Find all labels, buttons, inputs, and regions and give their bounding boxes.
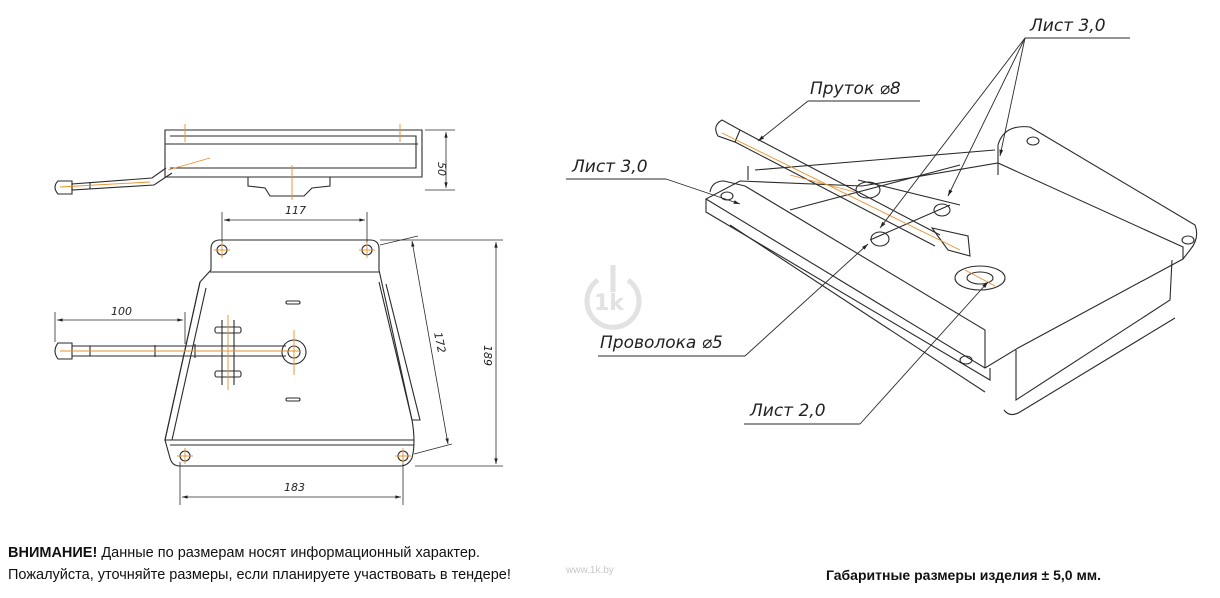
top-view-centerlines [60, 242, 411, 464]
notice-text-1: Данные по размерам носят информационный … [101, 545, 480, 561]
watermark-logo [584, 265, 642, 330]
slant-dimension: 172 [431, 331, 448, 354]
top-view [54, 212, 503, 505]
notice-line-1: ВНИМАНИЕ! Данные по размерам носят инфор… [8, 542, 511, 564]
callout-leaders [566, 37, 1130, 425]
side-view-centerlines [59, 124, 401, 200]
hole-spacing-dimension: 117 [285, 204, 306, 217]
watermark-logo-text: 1k [594, 291, 625, 316]
side-view-height-dimension: 50 [435, 162, 448, 176]
callout-wire: Проволока ⌀5 [600, 333, 723, 353]
bottom-width-dimension: 183 [284, 481, 305, 494]
callout-rod: Пруток ⌀8 [810, 79, 901, 99]
notice-text-2: Пожалуйста, уточняйте размеры, если план… [8, 567, 511, 583]
tolerance-note: Габаритные размеры изделия ± 5,0 мм. [826, 567, 1102, 583]
callout-sheet-top: Лист 3,0 [1029, 16, 1106, 36]
isometric-view [704, 119, 1198, 416]
handle-length-dimension: 100 [111, 305, 132, 318]
side-view [54, 129, 455, 197]
total-height-dimension: 189 [481, 345, 494, 366]
isometric-centerlines [721, 132, 996, 287]
callout-sheet-bottom: Лист 2,0 [749, 401, 826, 421]
notice-block: ВНИМАНИЕ! Данные по размерам носят инфор… [8, 542, 511, 586]
notice-heading: ВНИМАНИЕ! [8, 545, 98, 561]
callout-sheet-left: Лист 3,0 [571, 157, 648, 177]
watermark-site-text: www.1k.by [566, 565, 614, 576]
